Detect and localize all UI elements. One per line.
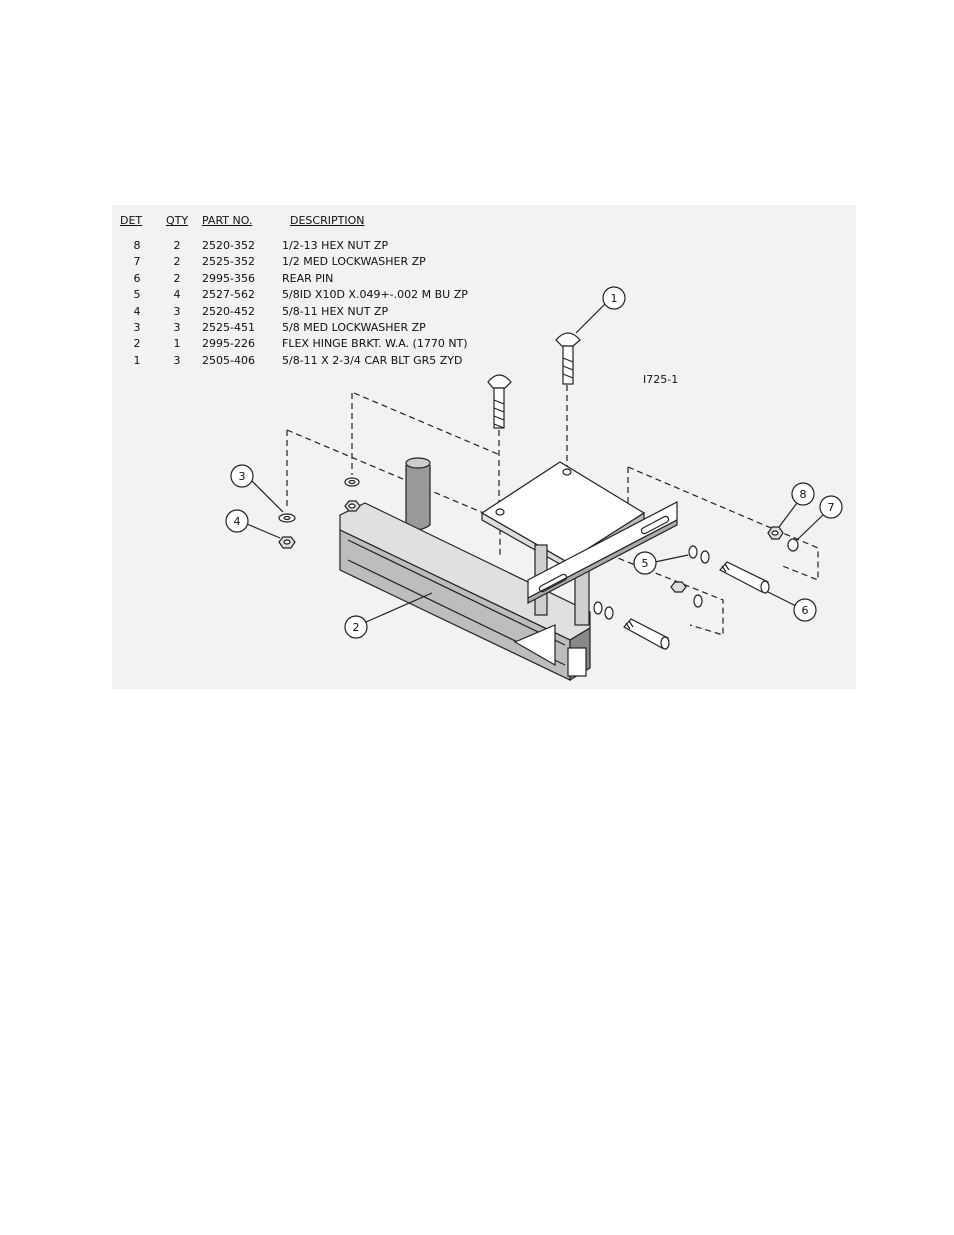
cell-part-no: 2525-451 (202, 320, 255, 334)
callout-2: 2 (344, 592, 433, 639)
lockwasher-3-right (693, 594, 703, 608)
cell-qty: 1 (173, 337, 181, 351)
cell-qty: 4 (173, 288, 181, 302)
cell-qty: 2 (173, 271, 181, 285)
carriage-bolt-right (555, 332, 581, 385)
cell-det: 6 (133, 271, 141, 285)
machine-bushings-5-lower (593, 601, 614, 620)
machine-bushings-5-upper (688, 545, 710, 564)
lockwasher-3-left (278, 513, 296, 523)
hex-nut-4-top (344, 500, 361, 512)
cell-part-no: 2995-356 (202, 271, 255, 285)
header-qty: QTY (166, 214, 189, 227)
hex-nut-4-right (670, 581, 687, 593)
cell-description: 5/8 MED LOCKWASHER ZP (282, 320, 426, 334)
cell-description: 5/8-11 HEX NUT ZP (282, 304, 389, 318)
callout-5: 5 (633, 551, 689, 575)
cell-description: REAR PIN (282, 271, 334, 285)
cell-det: 5 (133, 288, 141, 302)
callout-8: 8 (778, 482, 815, 528)
cell-det: 7 (133, 255, 141, 269)
cell-description: 1/2-13 HEX NUT ZP (282, 239, 389, 252)
cell-det: 4 (133, 304, 141, 318)
carriage-bolt-left (487, 374, 512, 429)
header-description: DESCRIPTION (290, 214, 365, 227)
cell-det: 8 (133, 239, 141, 252)
callout-7-label: 7 (828, 501, 835, 514)
cell-qty: 3 (173, 320, 181, 334)
cell-description: FLEX HINGE BRKT. W.A. (1770 NT) (282, 337, 468, 351)
hex-nut-8 (767, 526, 784, 540)
slotted-side-bar (527, 501, 678, 604)
cell-part-no: 2520-352 (202, 239, 255, 252)
rear-pin-upper (719, 561, 770, 594)
callout-8-label: 8 (800, 488, 807, 501)
callout-5-label: 5 (642, 557, 649, 570)
callout-4: 4 (225, 509, 281, 539)
callout-6-label: 6 (802, 604, 809, 617)
cell-part-no: 2505-406 (202, 353, 255, 367)
cell-qty: 3 (173, 353, 181, 367)
callout-1-label: 1 (611, 292, 618, 305)
callout-3: 3 (230, 464, 284, 513)
callout-6: 6 (767, 591, 817, 622)
cell-part-no: 2527-562 (202, 288, 255, 302)
cell-qty: 2 (173, 239, 181, 252)
cell-part-no: 2995-226 (202, 337, 255, 351)
cell-det: 3 (133, 320, 141, 334)
lockwasher-3-top (344, 477, 360, 487)
callout-3-label: 3 (239, 470, 246, 483)
cell-description: 5/8-11 X 2-3/4 CAR BLT GR5 ZYD (282, 353, 463, 367)
lockwasher-7 (787, 538, 799, 552)
cell-qty: 3 (173, 304, 181, 318)
cell-part-no: 2520-452 (202, 304, 255, 318)
callout-4-label: 4 (234, 515, 241, 528)
cell-part-no: 2525-352 (202, 255, 255, 269)
cell-description: 5/8ID X10D X.049+-.002 M BU ZP (282, 288, 468, 302)
rear-pin-lower (623, 618, 670, 650)
cell-description: 1/2 MED LOCKWASHER ZP (282, 255, 426, 269)
callout-1: 1 (575, 286, 626, 334)
callout-2-label: 2 (353, 621, 360, 634)
header-part-no: PART NO. (202, 214, 253, 227)
cell-qty: 2 (173, 255, 181, 269)
header-det: DET (120, 214, 143, 227)
callout-7: 7 (796, 495, 843, 541)
cell-det: 2 (133, 337, 141, 351)
hex-nut-4-left (278, 536, 296, 549)
vertical-post (405, 457, 431, 531)
cell-det: 1 (133, 353, 141, 367)
drawing-id: I725-1 (643, 373, 678, 386)
